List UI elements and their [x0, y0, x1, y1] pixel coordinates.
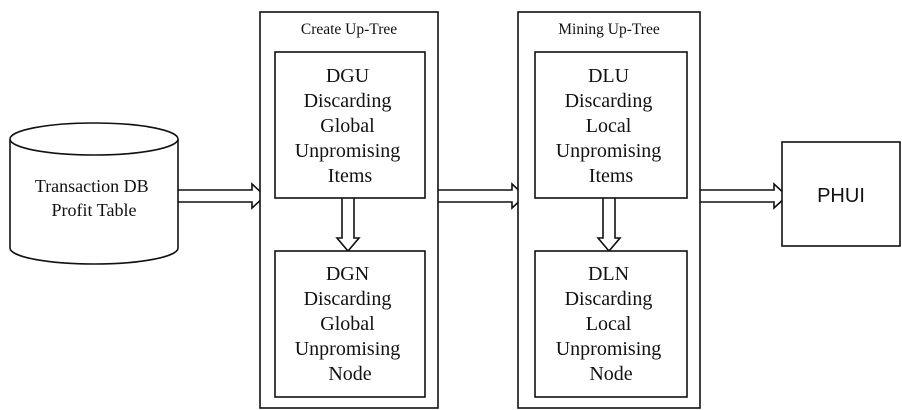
mining-panel-title: Mining Up-Tree	[558, 21, 660, 38]
dgn-line-3: Global	[320, 313, 375, 335]
dgn-line-1: DGN	[326, 263, 369, 285]
dlu-line-3: Local	[586, 115, 632, 137]
dgu-line-3: Global	[320, 115, 375, 137]
dgn-box	[274, 250, 426, 398]
dgn-line-2: Discarding	[304, 288, 392, 310]
dln-line-3: Local	[586, 313, 632, 335]
dlu-line-5: Items	[589, 165, 634, 187]
arrow-create-to-mining	[438, 182, 527, 210]
create-up-tree-panel: Create Up-Tree DGU Discarding Global Unp…	[259, 11, 439, 409]
dln-line-1: DLN	[588, 263, 629, 285]
dlu-line-1: DLU	[588, 65, 630, 87]
dln-label: DLN Discarding Local Unpromising Node	[556, 263, 667, 385]
dlu-line-2: Discarding	[565, 90, 653, 112]
dgu-label: DGU Discarding Global Unpromising Items	[295, 65, 406, 187]
dln-box	[534, 250, 688, 398]
dlu-label: DLU Discarding Local Unpromising Items	[556, 65, 667, 187]
dln-line-2: Discarding	[565, 288, 653, 310]
dln-line-4: Unpromising	[556, 338, 662, 360]
arrow-mining-to-phui	[700, 182, 789, 210]
database-cylinder: Transaction DB Profit Table	[9, 122, 179, 265]
phui-label: PHUI	[817, 185, 865, 207]
arrow-db-to-create	[178, 182, 267, 210]
dln-line-5: Node	[589, 363, 632, 385]
dgu-box	[274, 51, 426, 199]
dlu-box	[534, 51, 688, 199]
database-line-2: Profit Table	[52, 200, 137, 220]
dgn-line-4: Unpromising	[295, 338, 401, 360]
phui-box	[781, 141, 901, 247]
dgu-line-4: Unpromising	[295, 140, 401, 162]
dgu-line-1: DGU	[326, 65, 370, 87]
dgu-line-5: Items	[328, 165, 373, 187]
dgn-label: DGN Discarding Global Unpromising Node	[295, 263, 406, 385]
database-line-1: Transaction DB	[35, 176, 149, 196]
mining-up-tree-panel: Mining Up-Tree DLU Discarding Local Unpr…	[517, 11, 701, 409]
create-panel-title: Create Up-Tree	[301, 21, 397, 38]
dlu-line-4: Unpromising	[556, 140, 662, 162]
database-label: Transaction DB Profit Table	[35, 176, 153, 220]
dgn-line-5: Node	[328, 363, 371, 385]
phui-output: PHUI	[781, 141, 901, 247]
dgu-line-2: Discarding	[304, 90, 392, 112]
